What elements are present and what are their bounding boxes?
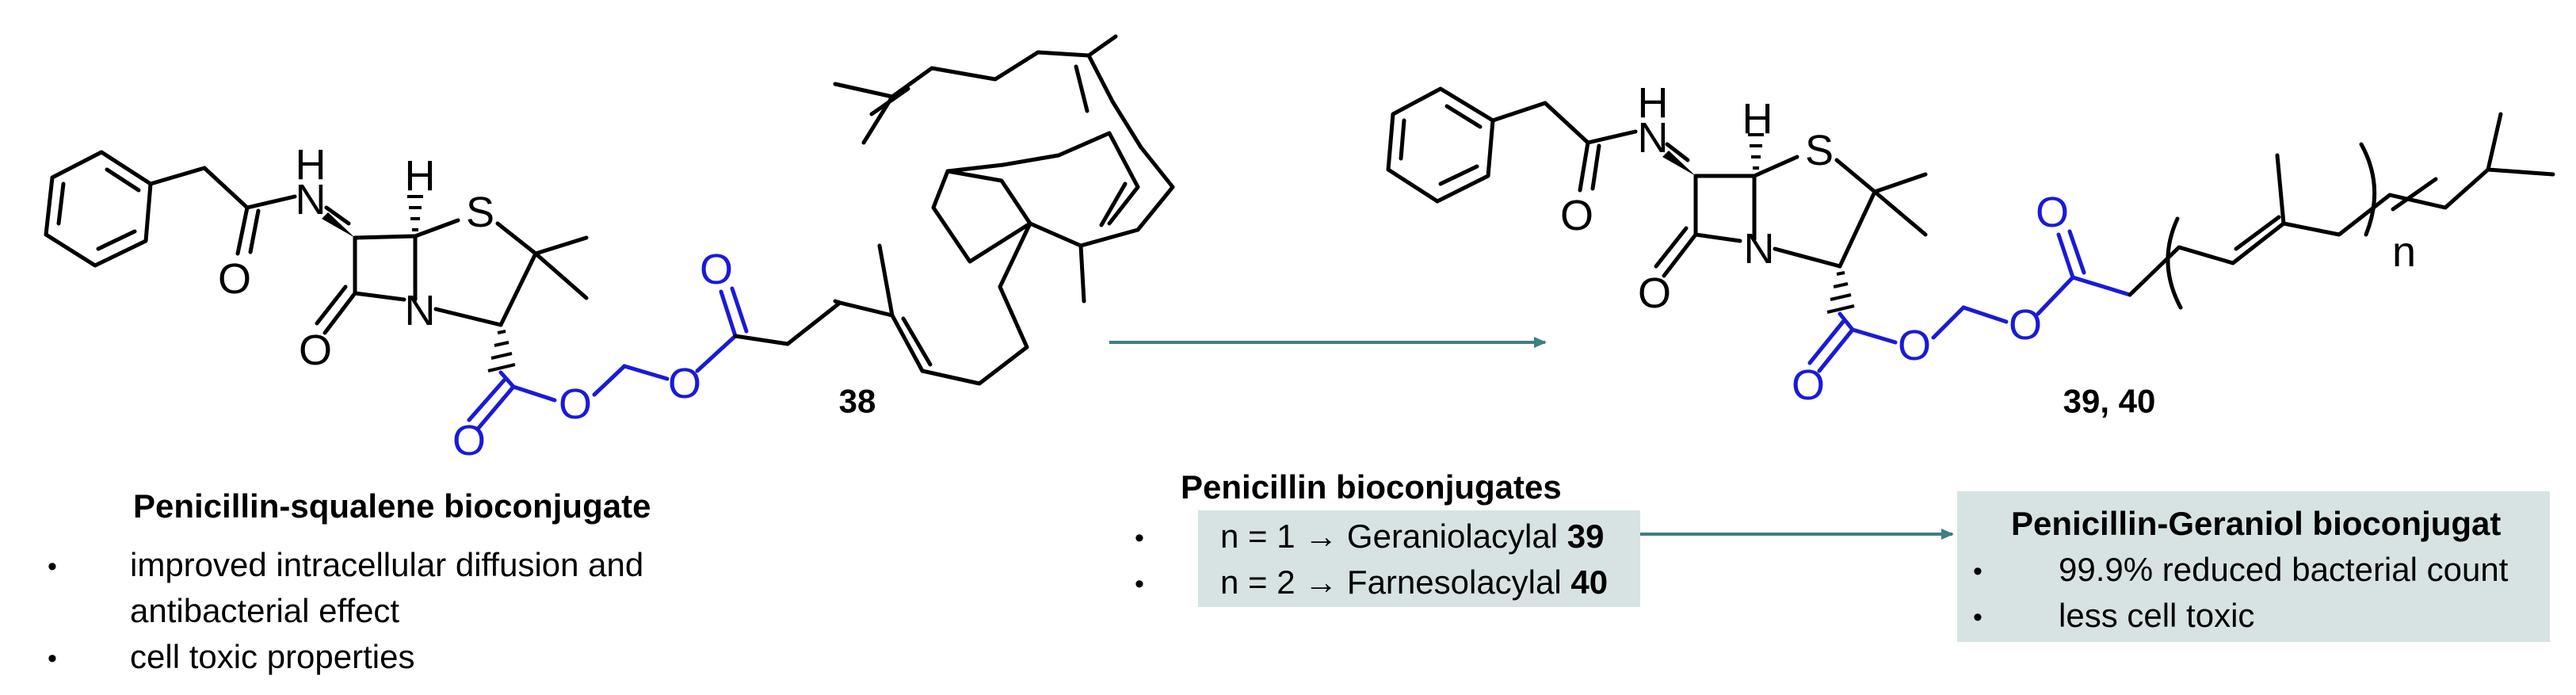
ester-o2-atom: O <box>559 380 592 428</box>
lactam-o-atom: O <box>299 326 332 374</box>
ester-o1-atom: O <box>452 417 486 464</box>
middle-bullet-2-symbol: • <box>1135 569 1144 599</box>
nh-n-atom: N <box>296 176 326 223</box>
ring-s-atom: S <box>466 189 494 236</box>
left-bullet-2-symbol: • <box>48 643 57 674</box>
isoprene-chain <box>2128 112 2555 310</box>
ester-o4-atom: O <box>700 246 733 293</box>
result-bullet-2: less cell toxic <box>2059 597 2255 634</box>
middle-box <box>1198 510 1640 607</box>
left-bullet-1: improved intracellular diffusion and <box>130 546 644 583</box>
linker-right <box>1807 229 2132 373</box>
ester-o3-atom-right: O <box>2009 301 2042 349</box>
compound-39-40-label: 39, 40 <box>2063 383 2156 420</box>
middle-item-1-number: 39 <box>1567 517 1605 555</box>
nh-n-atom-right: N <box>1638 114 1669 162</box>
middle-item-1-prefix: n = 1 → Geraniolacylal <box>1220 517 1567 555</box>
ring-n-atom: N <box>405 287 436 334</box>
bridge-h-atom: H <box>405 152 436 200</box>
middle-item-1: n = 1 → Geraniolacylal 39 <box>1220 514 1604 559</box>
middle-bullet-1-symbol: • <box>1135 523 1144 553</box>
left-bullet-1-symbol: • <box>48 552 57 582</box>
linker-left <box>467 286 749 430</box>
result-bullet-2-symbol: • <box>1973 602 1983 632</box>
compound-38-label: 38 <box>839 383 876 420</box>
repeat-n-label: n <box>2392 228 2416 276</box>
result-bullet-1: 99.9% reduced bacterial count <box>2059 551 2509 588</box>
ester-o3-atom: O <box>668 360 701 407</box>
left-bullet-1-cont: antibacterial effect <box>130 592 400 629</box>
result-box-title: Penicillin-Geraniol bioconjugat <box>2011 505 2502 542</box>
ester-o2-atom-right: O <box>1898 322 1931 369</box>
middle-item-2-prefix: n = 2 → Farnesolacylal <box>1220 563 1571 601</box>
middle-item-2: n = 2 → Farnesolacylal 40 <box>1220 559 1608 605</box>
left-bullet-2: cell toxic properties <box>130 638 415 675</box>
penicillin-conjugate-structure <box>1386 86 1928 278</box>
middle-title: Penicillin bioconjugates <box>1181 468 1562 506</box>
amide-o-atom: O <box>218 255 251 303</box>
ring-n-atom-right: N <box>1744 225 1775 273</box>
left-title: Penicillin-squalene bioconjugate <box>133 487 651 525</box>
nh-h-atom-right: H <box>1638 79 1669 127</box>
lactam-o-atom-right: O <box>1638 269 1671 317</box>
penicillin-squalene-structure <box>44 150 589 335</box>
squalene-chain <box>733 34 1175 386</box>
result-bullet-1-symbol: • <box>1973 556 1983 586</box>
ester-o1-atom-right: O <box>1792 361 1825 409</box>
middle-item-2-number: 40 <box>1570 563 1609 601</box>
amide-o-atom-right: O <box>1560 192 1593 239</box>
bridge-h-atom-right: H <box>1742 95 1773 143</box>
nh-h-atom: H <box>296 141 326 189</box>
ester-o4-atom-right: O <box>2036 189 2069 236</box>
result-box <box>1957 491 2550 642</box>
ring-s-atom-right: S <box>1805 127 1834 174</box>
